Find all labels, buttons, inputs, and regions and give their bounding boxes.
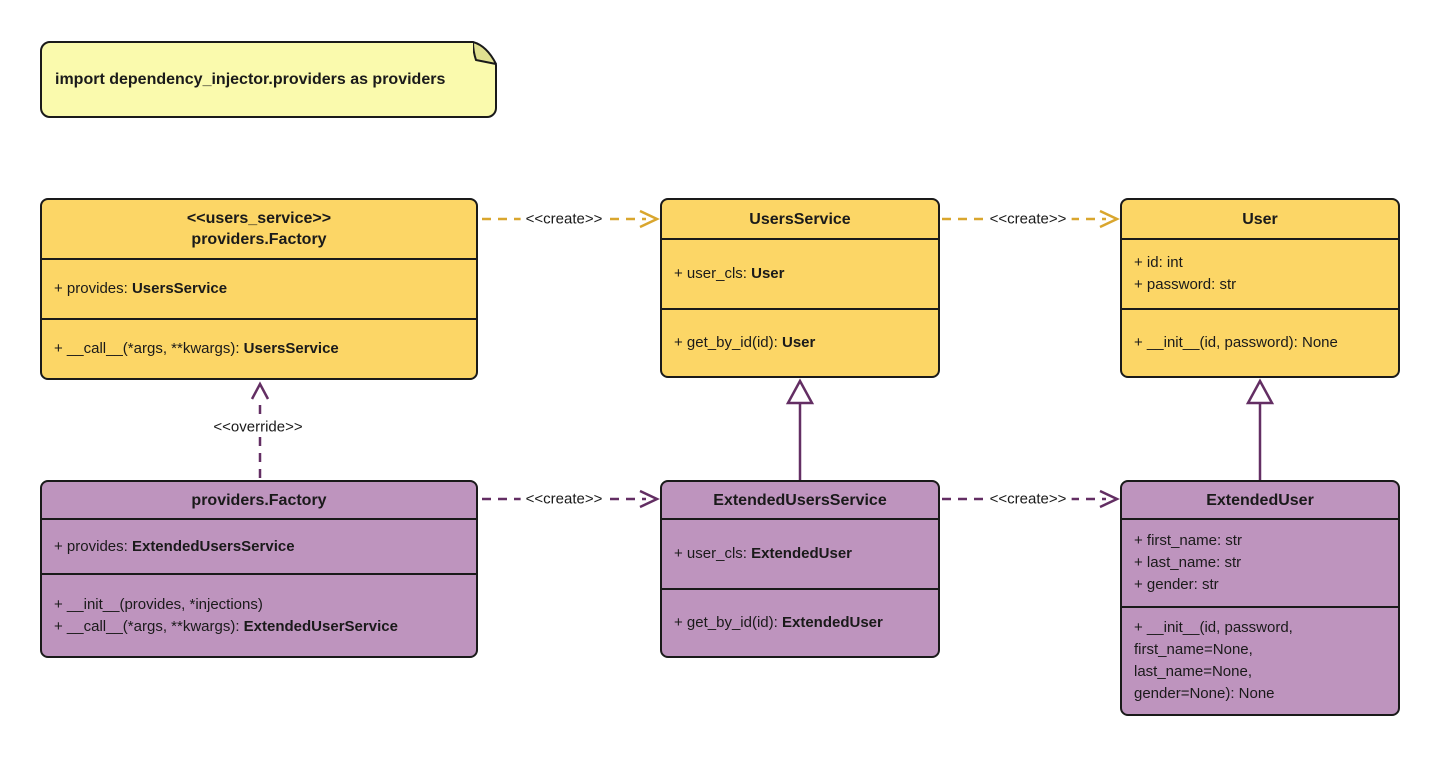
- class-methods: + get_by_id(id): User: [662, 310, 938, 376]
- class-factory-users-service: <<users_service>> providers.Factory + pr…: [40, 198, 478, 380]
- class-title: UsersService: [749, 210, 851, 228]
- class-attributes: + user_cls: ExtendedUser: [662, 520, 938, 590]
- class-attributes: + id: int + password: str: [1122, 240, 1398, 310]
- class-attribute: + user_cls: User: [674, 265, 785, 282]
- note-fold-flap: [473, 41, 497, 65]
- class-method: + __init__(id, password): None: [1134, 334, 1338, 351]
- class-title: ExtendedUsersService: [713, 491, 887, 509]
- class-methods: + __init__(provides, *injections) + __ca…: [42, 575, 476, 656]
- class-attribute: + last_name: str: [1134, 554, 1242, 571]
- create-arrowhead-icon: [1099, 489, 1120, 509]
- class-header: <<users_service>> providers.Factory: [42, 200, 476, 260]
- note-fold: [473, 41, 497, 65]
- class-header: UsersService: [662, 200, 938, 240]
- note: import dependency_injector.providers as …: [40, 41, 497, 118]
- class-method: + get_by_id(id): User: [674, 334, 816, 351]
- inheritance-triangle-icon: [785, 378, 815, 405]
- class-method: + get_by_id(id): ExtendedUser: [674, 614, 883, 631]
- inheritance-triangle-icon: [1245, 378, 1275, 405]
- class-methods: + get_by_id(id): ExtendedUser: [662, 590, 938, 656]
- class-method: + __init__(provides, *injections): [54, 595, 263, 613]
- create-arrowhead-icon: [639, 209, 660, 229]
- class-title: ExtendedUser: [1206, 491, 1314, 509]
- class-factory-extended: providers.Factory + provides: ExtendedUs…: [40, 480, 478, 658]
- class-header: User: [1122, 200, 1398, 240]
- class-attribute: + first_name: str: [1134, 532, 1242, 549]
- class-attribute: + provides: UsersService: [54, 280, 228, 297]
- class-attributes: + provides: UsersService: [42, 260, 476, 320]
- class-methods: + __call__(*args, **kwargs): UsersServic…: [42, 320, 476, 378]
- class-method: gender=None): None: [1134, 685, 1275, 702]
- class-attributes: + first_name: str + last_name: str + gen…: [1122, 520, 1398, 608]
- class-method: + __init__(id, password,: [1134, 619, 1293, 636]
- class-attribute: + provides: ExtendedUsersService: [54, 537, 295, 555]
- edge-label-create-bottom-left: <<create>>: [520, 490, 608, 508]
- class-header: ExtendedUsersService: [662, 482, 938, 520]
- class-stereotype: <<users_service>>: [186, 210, 332, 227]
- class-extended-users-service: ExtendedUsersService + user_cls: Extende…: [660, 480, 940, 658]
- create-arrowhead-icon: [639, 489, 660, 509]
- class-user: User + id: int + password: str + __init_…: [1120, 198, 1400, 378]
- class-header: ExtendedUser: [1122, 482, 1398, 520]
- class-users-service: UsersService + user_cls: User + get_by_i…: [660, 198, 940, 378]
- class-title: providers.Factory: [191, 491, 327, 509]
- class-header: providers.Factory: [42, 482, 476, 520]
- class-method: last_name=None,: [1134, 663, 1252, 680]
- create-arrowhead-icon: [1099, 209, 1120, 229]
- class-attributes: + provides: ExtendedUsersService: [42, 520, 476, 575]
- class-title: providers.Factory: [191, 231, 327, 248]
- class-title: User: [1242, 210, 1278, 228]
- class-attribute: + user_cls: ExtendedUser: [674, 545, 852, 562]
- edge-label-create-top-right: <<create>>: [984, 210, 1072, 228]
- class-attribute: + id: int: [1134, 254, 1183, 271]
- override-arrowhead-icon: [250, 381, 270, 400]
- edge-label-create-top-left: <<create>>: [520, 210, 608, 228]
- class-method: first_name=None,: [1134, 641, 1253, 658]
- class-method: + __call__(*args, **kwargs): UsersServic…: [54, 340, 339, 357]
- class-extended-user: ExtendedUser + first_name: str + last_na…: [1120, 480, 1400, 716]
- note-text: import dependency_injector.providers as …: [55, 70, 446, 88]
- class-attribute: + gender: str: [1134, 576, 1219, 593]
- class-methods: + __init__(id, password): None: [1122, 310, 1398, 376]
- edge-label-create-bottom-right: <<create>>: [984, 490, 1072, 508]
- edge-label-override: <<override>>: [208, 418, 308, 436]
- class-attributes: + user_cls: User: [662, 240, 938, 310]
- class-methods: + __init__(id, password, first_name=None…: [1122, 608, 1398, 714]
- class-attribute: + password: str: [1134, 276, 1237, 293]
- class-method: + __call__(*args, **kwargs): ExtendedUse…: [54, 617, 398, 635]
